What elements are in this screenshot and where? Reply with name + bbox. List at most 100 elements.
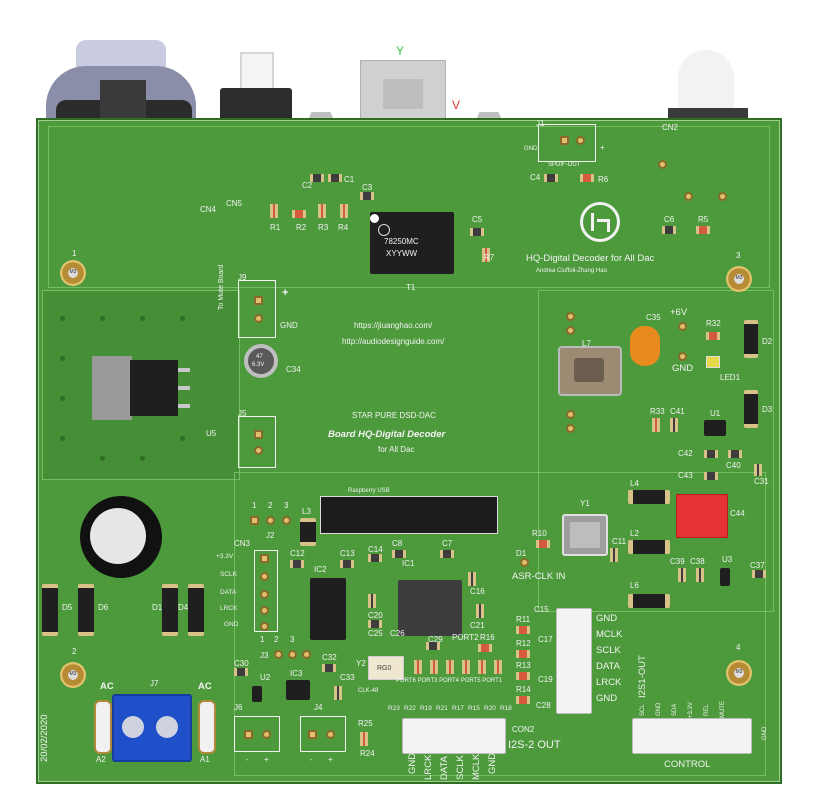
cap-c16 — [468, 572, 476, 586]
diode-d4 — [188, 584, 204, 636]
mute-board-label: To Mute Board — [218, 264, 225, 310]
mounting-hole-3: M3 — [726, 266, 752, 292]
j2-num-1: 1 — [252, 501, 257, 510]
i2s1-out-connector[interactable] — [556, 608, 592, 714]
ref-j4: J4 — [314, 703, 323, 712]
mounting-hole-2: M3 — [60, 662, 86, 688]
asr-clk-label: ASR-CLK IN — [512, 571, 566, 582]
res-r1 — [270, 204, 278, 218]
ref-r14: R14 — [516, 685, 531, 694]
res-r10 — [536, 540, 550, 548]
cn3-bottom-2: 2 — [274, 635, 279, 644]
spdif-connector-j1 — [538, 124, 596, 162]
ref-u5: U5 — [206, 429, 217, 438]
j1-plus: + — [600, 143, 605, 152]
grid-dot — [60, 436, 65, 441]
j9-gnd: GND — [280, 321, 298, 330]
cn2-pin — [658, 160, 667, 169]
grid-dot — [140, 316, 145, 321]
screw-terminal-icon — [122, 716, 144, 738]
ref-j5: J5 — [238, 409, 247, 418]
oscillator-y1 — [562, 514, 608, 556]
ref-c1: C1 — [344, 175, 355, 184]
ref-c34: C34 — [286, 365, 301, 374]
logo-author: Andrea Ciuffoli-Zhang Hao — [536, 268, 607, 274]
clk-48-label: CLK-48 — [358, 688, 379, 694]
ref-c29: C29 — [428, 635, 443, 644]
diode-d2 — [744, 320, 758, 358]
ref-u2: U2 — [260, 673, 271, 682]
logo-subtitle: HQ-Digital Decoder for All Dac — [526, 253, 655, 264]
ac-terminal-block-j7[interactable] — [112, 694, 192, 762]
optical-marker-r: V — [452, 98, 461, 112]
ref-l2: L2 — [630, 529, 639, 538]
cap-c12 — [290, 560, 304, 568]
ref-a2: A2 — [96, 755, 106, 764]
cn3-pin-label: DATA — [220, 589, 237, 596]
ref-r20: R20 — [484, 705, 496, 712]
screw-terminal-icon — [156, 716, 178, 738]
i2s1-pin-label: SCLK — [596, 645, 621, 656]
j9-pin-2 — [254, 314, 263, 323]
inductor-l3 — [300, 518, 316, 546]
res-r5 — [696, 226, 710, 234]
ref-ic3: IC3 — [290, 669, 303, 678]
cap-c40 — [728, 450, 742, 458]
ref-r32: R32 — [706, 319, 721, 328]
ac-label-right: AC — [198, 681, 212, 692]
control-connector[interactable] — [632, 718, 752, 754]
ref-r23: R23 — [388, 705, 400, 712]
zone-top — [48, 126, 770, 288]
ref-c16: C16 — [470, 587, 485, 596]
zone-dsp — [234, 472, 766, 776]
ref-r16: R16 — [480, 633, 495, 642]
ref-c7: C7 — [442, 539, 453, 548]
hole-label-1: 1 — [72, 249, 77, 258]
res-array — [462, 660, 470, 674]
res-r3 — [318, 204, 326, 218]
raspberry-header[interactable] — [320, 496, 498, 534]
ref-r7: R7 — [484, 253, 495, 262]
ic-ic2 — [310, 578, 346, 640]
ref-r19: R19 — [420, 705, 432, 712]
res-r16 — [478, 644, 492, 652]
j2-pin-2 — [266, 516, 275, 525]
res-r13 — [516, 672, 530, 680]
res-r14 — [516, 696, 530, 704]
ref-c35: C35 — [646, 313, 661, 322]
i2s2-out-connector[interactable] — [402, 718, 506, 754]
j2-num-2: 2 — [268, 501, 273, 510]
cap-c30 — [234, 668, 248, 676]
i2s1-pin-label: GND — [596, 693, 618, 704]
zone-right — [538, 290, 774, 612]
cn3-pin — [260, 622, 269, 631]
hole-label-4: 4 — [736, 643, 741, 652]
diode-d3 — [744, 390, 758, 428]
spdif-label: SPDIF-OUT — [548, 162, 581, 168]
cn2-pin — [684, 192, 693, 201]
control-pin-label: MUTE — [720, 701, 726, 718]
res-r24 — [360, 732, 368, 746]
ref-c20: C20 — [368, 611, 383, 620]
cn3-pin — [260, 554, 269, 563]
cap-c8 — [392, 550, 406, 558]
cap-c5 — [470, 228, 484, 236]
connector-j5 — [238, 416, 276, 468]
cap-c3 — [360, 192, 374, 200]
ref-r5: R5 — [698, 215, 709, 224]
j4-pin-2 — [326, 730, 335, 739]
chip-logo-icon — [378, 224, 390, 236]
t1-pin1-marker — [370, 214, 379, 223]
ref-r4: R4 — [338, 223, 349, 232]
ref-j3: J3 — [260, 651, 269, 660]
ref-r2: R2 — [296, 223, 307, 232]
i2s1-pin-label: MCLK — [596, 629, 623, 640]
cap-c11 — [610, 548, 618, 562]
asr-clk-pad — [520, 558, 529, 567]
grid-dot — [140, 456, 145, 461]
tantalum-cap-c35 — [630, 326, 660, 366]
ref-cn3: CN3 — [234, 539, 251, 548]
t1-marking-1: 78250MC — [384, 237, 419, 246]
res-r33 — [652, 418, 660, 432]
res-r4 — [340, 204, 348, 218]
